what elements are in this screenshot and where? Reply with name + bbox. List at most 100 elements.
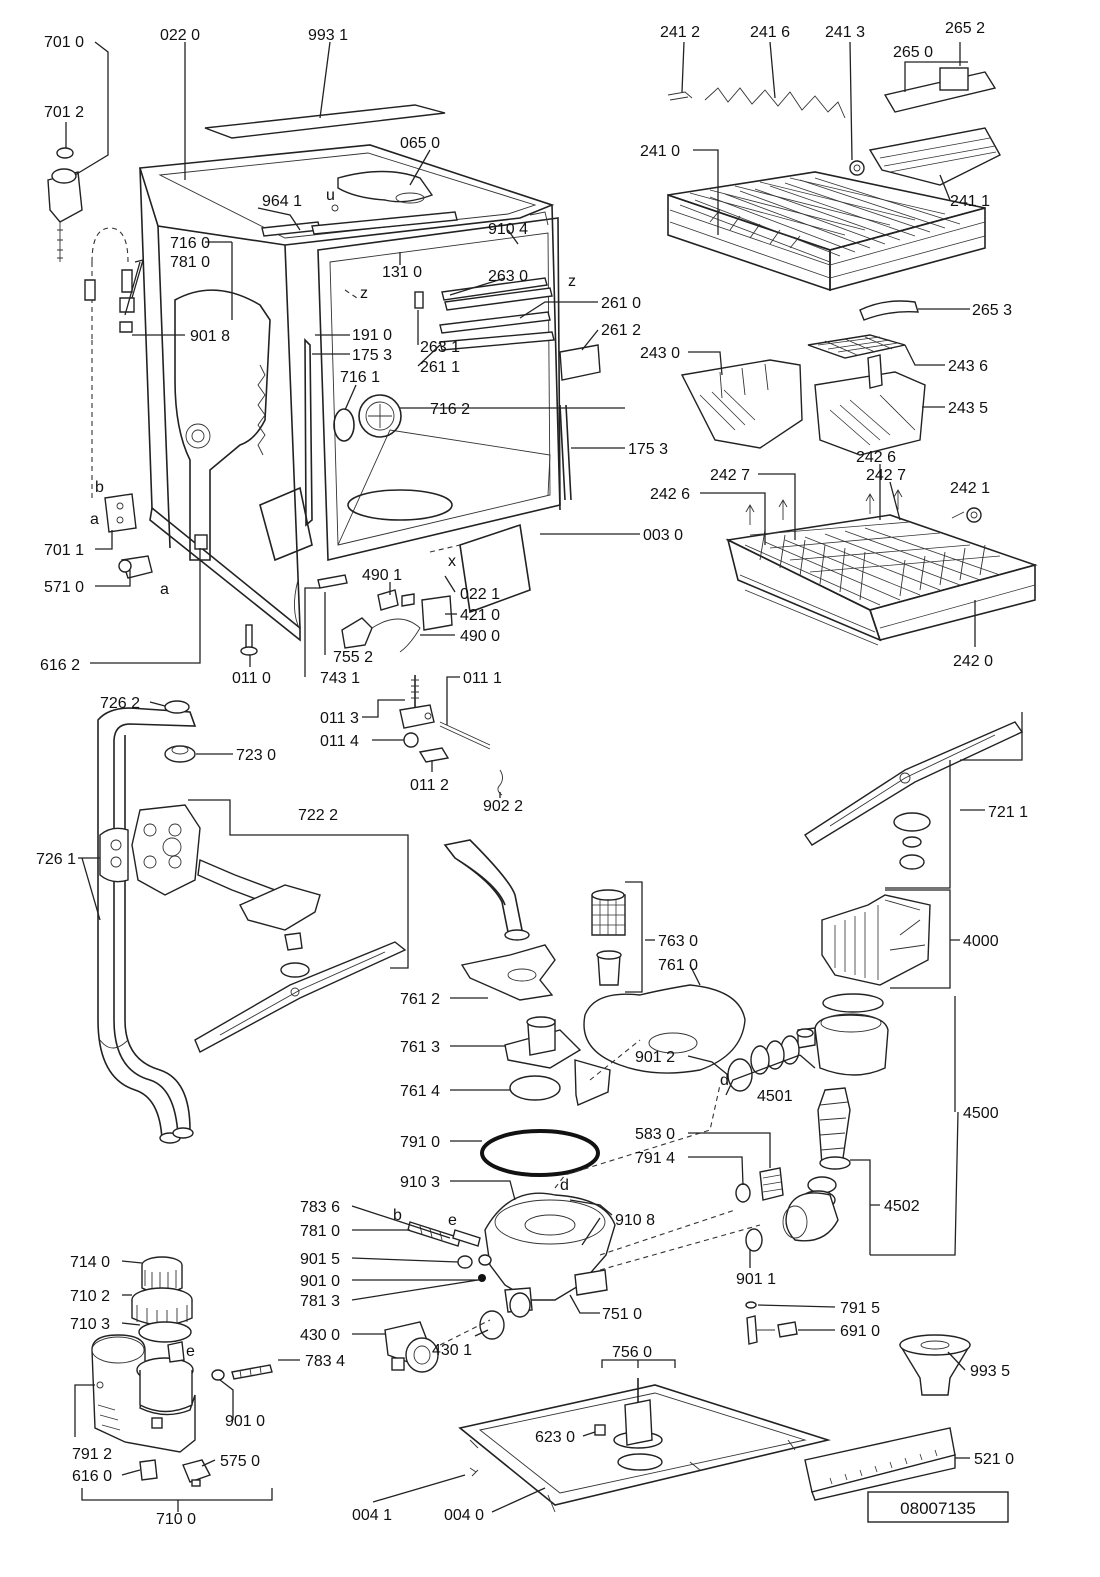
part-label-726-2: 726 2 (100, 695, 140, 712)
part-label-241-6: 241 6 (750, 24, 790, 41)
part-label-901-2: 901 2 (635, 1049, 675, 1066)
marker-d: d (720, 1072, 729, 1089)
sump-filter-drawing (384, 839, 761, 1373)
part-label-242-6-b: 242 6 (650, 486, 690, 503)
inlet-assembly-drawing (47, 147, 153, 579)
part-label-575-0: 575 0 (220, 1453, 260, 1470)
marker-e: e (186, 1343, 195, 1360)
part-label-4502: 4502 (884, 1198, 920, 1215)
upper-basket-drawing (667, 67, 1001, 456)
part-label-191-0: 191 0 (352, 327, 392, 344)
part-label-751-0: 751 0 (602, 1306, 642, 1323)
marker-x: x (448, 553, 456, 570)
part-label-716-0: 716 0 (170, 235, 210, 252)
part-label-791-0: 791 0 (400, 1134, 440, 1151)
part-label-902-2: 902 2 (483, 798, 523, 815)
part-label-710-3: 710 3 (70, 1316, 110, 1333)
part-label-175-3-a: 175 3 (352, 347, 392, 364)
part-label-701-1: 701 1 (44, 542, 84, 559)
part-label-993-1: 993 1 (308, 27, 348, 44)
part-label-910-4: 910 4 (488, 221, 528, 238)
part-label-263-1: 263 1 (420, 339, 460, 356)
part-label-243-0: 243 0 (640, 345, 680, 362)
circulation-pump-drawing (727, 894, 931, 1252)
part-label-241-0: 241 0 (640, 143, 680, 160)
part-label-004-1: 004 1 (352, 1507, 392, 1524)
part-label-783-4: 783 4 (305, 1353, 345, 1370)
part-label-022-1: 022 1 (460, 586, 500, 603)
marker-b: b (393, 1207, 402, 1224)
part-label-901-0-a: 901 0 (300, 1273, 340, 1290)
part-label-761-4: 761 4 (400, 1083, 440, 1100)
part-label-022-0: 022 0 (160, 27, 200, 44)
part-label-4000: 4000 (963, 933, 999, 950)
part-label-910-8: 910 8 (615, 1212, 655, 1229)
part-label-265-3: 265 3 (972, 302, 1012, 319)
base-electrics-drawing (194, 534, 453, 656)
document-number: 08007135 (900, 1499, 976, 1518)
part-label-910-3: 910 3 (400, 1174, 440, 1191)
part-label-583-0: 583 0 (635, 1126, 675, 1143)
worktop-strip-drawing (204, 104, 446, 139)
part-label-242-0: 242 0 (953, 653, 993, 670)
leader-lines (65, 41, 1023, 1513)
marker-d: d (560, 1177, 569, 1194)
part-label-011-4: 011 4 (320, 733, 359, 750)
part-label-716-1: 716 1 (340, 369, 380, 386)
part-label-781-3: 781 3 (300, 1293, 340, 1310)
part-label-242-7-a: 242 7 (710, 467, 750, 484)
part-label-263-0: 263 0 (488, 268, 528, 285)
part-label-521-0: 521 0 (974, 1451, 1014, 1468)
part-label-261-0: 261 0 (601, 295, 641, 312)
marker-a: a (90, 511, 99, 528)
part-label-261-1: 261 1 (420, 359, 460, 376)
water-softener-drawing (91, 1256, 273, 1487)
part-label-726-1: 726 1 (36, 851, 76, 868)
part-label-722-2: 722 2 (298, 807, 338, 824)
part-label-430-0: 430 0 (300, 1327, 340, 1344)
part-label-761-2: 761 2 (400, 991, 440, 1008)
part-label-011-3: 011 3 (320, 710, 359, 727)
part-label-791-2: 791 2 (72, 1446, 112, 1463)
supply-pipe-drawing (97, 700, 197, 1144)
marker-a: a (160, 581, 169, 598)
lower-spray-arm-drawing (131, 804, 407, 1053)
part-label-4500: 4500 (963, 1105, 999, 1122)
part-label-265-0: 265 0 (893, 44, 933, 61)
part-label-571-0: 571 0 (44, 579, 84, 596)
part-label-964-1: 964 1 (262, 193, 302, 210)
part-label-490-1: 490 1 (362, 567, 402, 584)
part-label-003-0: 003 0 (643, 527, 683, 544)
part-label-421-0: 421 0 (460, 607, 500, 624)
part-label-701-0: 701 0 (44, 34, 84, 51)
marker-z: z (568, 273, 576, 290)
part-label-901-5: 901 5 (300, 1251, 340, 1268)
part-label-265-2: 265 2 (945, 20, 985, 37)
part-label-755-2: 755 2 (333, 649, 373, 666)
document-number-box: 08007135 (867, 1491, 1009, 1523)
part-label-004-0: 004 0 (444, 1507, 484, 1524)
marker-b: b (95, 479, 104, 496)
part-label-243-5: 243 5 (948, 400, 988, 417)
marker-u: u (326, 187, 335, 204)
part-label-781-0-b: 781 0 (300, 1223, 340, 1240)
marker-z: z (360, 285, 368, 302)
part-label-242-6-a: 242 6 (856, 449, 896, 466)
part-label-616-2: 616 2 (40, 657, 80, 674)
part-label-131-0: 131 0 (382, 264, 422, 281)
part-label-242-1: 242 1 (950, 480, 990, 497)
part-label-791-4: 791 4 (635, 1150, 675, 1167)
part-label-241-2: 241 2 (660, 24, 700, 41)
part-label-721-1: 721 1 (988, 804, 1028, 821)
part-label-430-1: 430 1 (432, 1342, 472, 1359)
part-label-701-2: 701 2 (44, 104, 84, 121)
part-label-623-0: 623 0 (535, 1429, 575, 1446)
part-label-723-0: 723 0 (236, 747, 276, 764)
part-label-901-8: 901 8 (190, 328, 230, 345)
part-label-783-6: 783 6 (300, 1199, 340, 1216)
part-label-763-0: 763 0 (658, 933, 698, 950)
part-label-4501: 4501 (757, 1088, 793, 1105)
part-label-011-1: 011 1 (463, 670, 502, 687)
part-label-761-0: 761 0 (658, 957, 698, 974)
part-label-710-0: 710 0 (156, 1511, 196, 1528)
